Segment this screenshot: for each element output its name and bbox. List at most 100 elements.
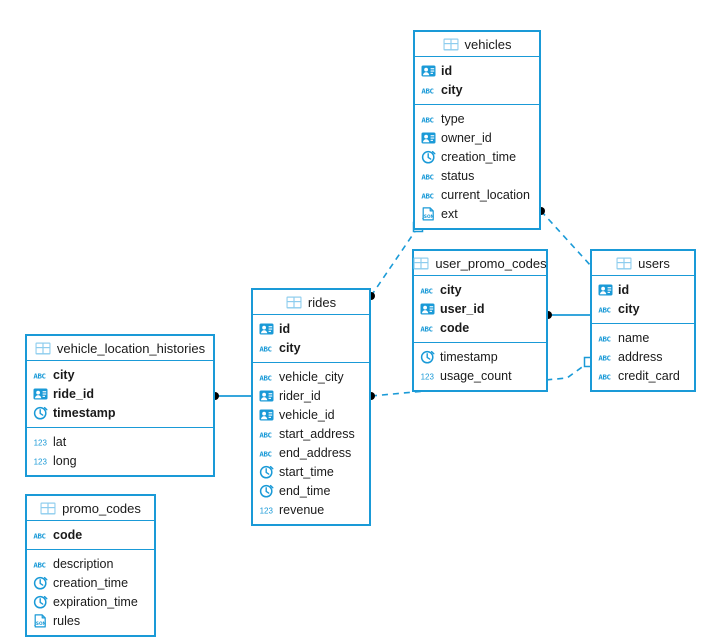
column-row[interactable]: timestamp	[27, 403, 213, 422]
column-row[interactable]: 123 lat	[27, 432, 213, 451]
column-row[interactable]: ride_id	[27, 384, 213, 403]
column-label: id	[441, 63, 453, 78]
abc-icon: ABC	[259, 446, 274, 460]
column-row[interactable]: start_time	[253, 462, 369, 481]
column-label: rules	[53, 613, 81, 628]
table-header[interactable]: promo_codes	[27, 496, 154, 521]
relationship-vehicle-location-histories-to-rides[interactable]	[211, 392, 251, 400]
column-label: status	[441, 168, 475, 183]
column-row[interactable]: owner_id	[415, 128, 539, 147]
column-row[interactable]: id	[415, 61, 539, 80]
column-label: expiration_time	[53, 594, 138, 609]
column-label: ride_id	[53, 386, 94, 401]
column-label: vehicle_city	[279, 369, 344, 384]
svg-text:ABC: ABC	[259, 430, 271, 439]
svg-text:ABC: ABC	[598, 334, 610, 343]
table-header[interactable]: vehicles	[415, 32, 539, 57]
svg-text:ABC: ABC	[598, 305, 610, 314]
abc-icon: ABC	[259, 427, 274, 441]
column-label: type	[441, 111, 465, 126]
id-badge-icon	[259, 408, 274, 422]
column-label: id	[279, 321, 291, 336]
table-header[interactable]: user_promo_codes	[413, 251, 547, 276]
column-row[interactable]: id	[253, 319, 369, 338]
column-row[interactable]: id	[592, 280, 694, 299]
table-header[interactable]: rides	[253, 290, 369, 315]
column-label: city	[441, 82, 463, 97]
table-grid-icon	[616, 257, 632, 270]
clock-icon	[33, 576, 48, 590]
column-row[interactable]: ABC name	[592, 328, 694, 347]
column-row[interactable]: 123 usage_count	[414, 366, 546, 385]
column-row[interactable]: vehicle_id	[253, 405, 369, 424]
column-row[interactable]: rider_id	[253, 386, 369, 405]
column-row[interactable]: user_id	[414, 299, 546, 318]
svg-text:ABC: ABC	[259, 449, 271, 458]
relationship-user-promo-codes-to-users[interactable]	[544, 311, 590, 319]
column-row[interactable]: timestamp	[414, 347, 546, 366]
id-badge-icon	[598, 283, 613, 297]
column-row[interactable]: creation_time	[415, 147, 539, 166]
abc-icon: ABC	[421, 83, 436, 97]
column-label: lat	[53, 434, 67, 449]
abc-icon: ABC	[598, 369, 613, 383]
table-name: vehicles	[464, 36, 512, 52]
table-name: vehicle_location_histories	[56, 340, 206, 356]
column-row[interactable]: ABC city	[415, 80, 539, 99]
column-row[interactable]: end_time	[253, 481, 369, 500]
svg-text:123: 123	[34, 457, 48, 466]
column-label: timestamp	[53, 405, 116, 420]
abc-icon: ABC	[259, 370, 274, 384]
column-label: creation_time	[441, 149, 517, 164]
id-badge-icon	[421, 131, 436, 145]
123-icon: 123	[33, 435, 48, 449]
svg-text:123: 123	[260, 506, 274, 515]
svg-text:123: 123	[34, 438, 48, 447]
column-label: timestamp	[440, 349, 498, 364]
column-label: usage_count	[440, 368, 512, 383]
column-label: vehicle_id	[279, 407, 335, 422]
column-row[interactable]: creation_time	[27, 573, 154, 592]
table-header[interactable]: users	[592, 251, 694, 276]
table-name: users	[638, 255, 670, 271]
table-header[interactable]: vehicle_location_histories	[27, 336, 213, 361]
column-row[interactable]: ABC vehicle_city	[253, 367, 369, 386]
column-row[interactable]: expiration_time	[27, 592, 154, 611]
column-label: name	[618, 330, 650, 345]
svg-text:123: 123	[421, 372, 435, 381]
abc-icon: ABC	[598, 302, 613, 316]
svg-text:ABC: ABC	[420, 286, 432, 295]
table-grid-icon	[286, 296, 302, 309]
svg-text:ABC: ABC	[421, 191, 433, 200]
